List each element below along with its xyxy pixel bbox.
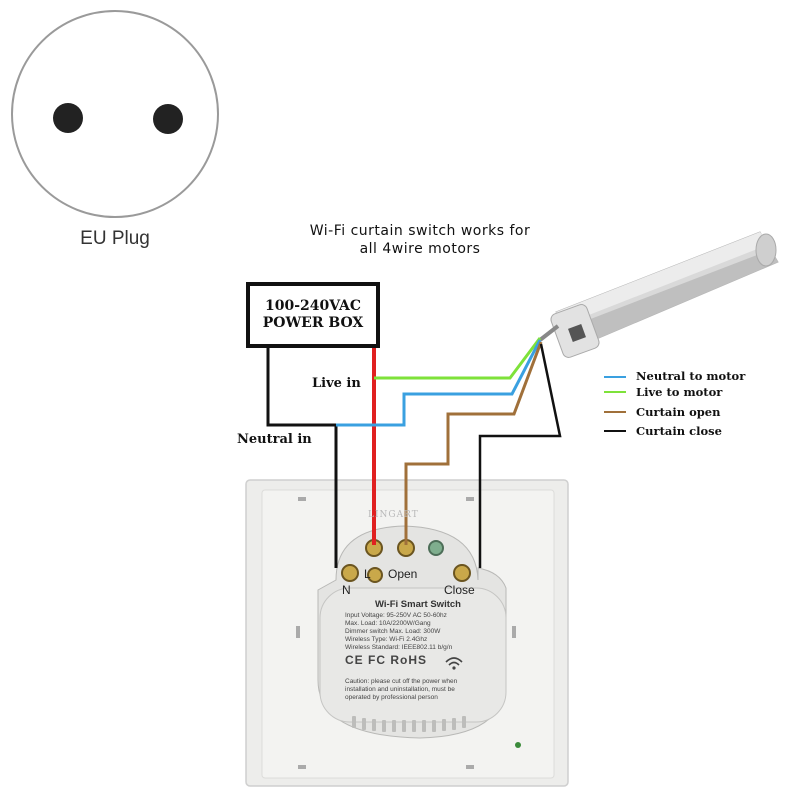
terminal-n-label: N: [342, 583, 351, 597]
power-box: 100-240VAC POWER BOX: [246, 282, 380, 348]
eu-plug-pin-right: [153, 104, 183, 134]
terminal-n: [341, 564, 359, 582]
diagram-title: Wi-Fi curtain switch works for all 4wire…: [270, 222, 570, 258]
certification-marks: CE FC RoHS: [345, 653, 427, 667]
wire-live-to-motor: [374, 337, 542, 380]
eu-plug-caption: EU Plug: [80, 228, 150, 249]
switch-spec: Max. Load: 10A/2200W/Gang: [345, 620, 431, 627]
switch-spec: Wireless Standard: IEEE802.11 b/g/n: [345, 644, 453, 651]
terminal-open-label: Open: [388, 567, 418, 581]
terminal-close-label: Close: [444, 583, 475, 597]
eu-plug-pin-left: [53, 103, 83, 133]
switch-caution: installation and uninstallation, must be: [345, 686, 455, 693]
switch-label-title: Wi-Fi Smart Switch: [375, 599, 461, 610]
switch-spec: Input Voltage: 95-250V AC 50-60hz: [345, 612, 447, 619]
diagram-title-line2: all 4wire motors: [359, 241, 481, 257]
curtain-motor: [538, 231, 779, 358]
wires: [266, 337, 562, 568]
neutral-in-label: Neutral in: [237, 432, 312, 447]
status-led: [428, 540, 444, 556]
legend-label-close: Curtain close: [636, 424, 722, 438]
switch-spec: Dimmer switch Max. Load: 300W: [345, 628, 441, 635]
power-box-line2: POWER BOX: [262, 315, 364, 331]
legend-label-open: Curtain open: [636, 405, 721, 419]
wire-neutral-in: [266, 348, 338, 568]
switch-caution: operated by professional person: [345, 694, 438, 701]
wire-neutral-to-motor: [336, 339, 542, 427]
wire-curtain-close: [478, 343, 562, 568]
switch-spec: Wireless Type: Wi-Fi 2.4Ghz: [345, 636, 428, 643]
terminal-close: [453, 564, 471, 582]
power-box-line1: 100-240VAC: [264, 298, 362, 314]
switch-brand: LINGART: [368, 510, 419, 520]
eu-plug-outline: [11, 10, 219, 218]
live-in-label: Live in: [312, 376, 361, 391]
legend-label-neutral: Neutral to motor: [636, 369, 746, 383]
diagram-title-line1: Wi-Fi curtain switch works for: [309, 223, 531, 239]
wire-curtain-open: [404, 341, 543, 545]
legend-label-live: Live to motor: [636, 385, 723, 399]
switch-caution: Caution: please cut off the power when: [345, 678, 458, 685]
wifi-icon: [445, 657, 463, 670]
terminal-l-label: L: [364, 567, 371, 581]
legend: [604, 376, 626, 432]
